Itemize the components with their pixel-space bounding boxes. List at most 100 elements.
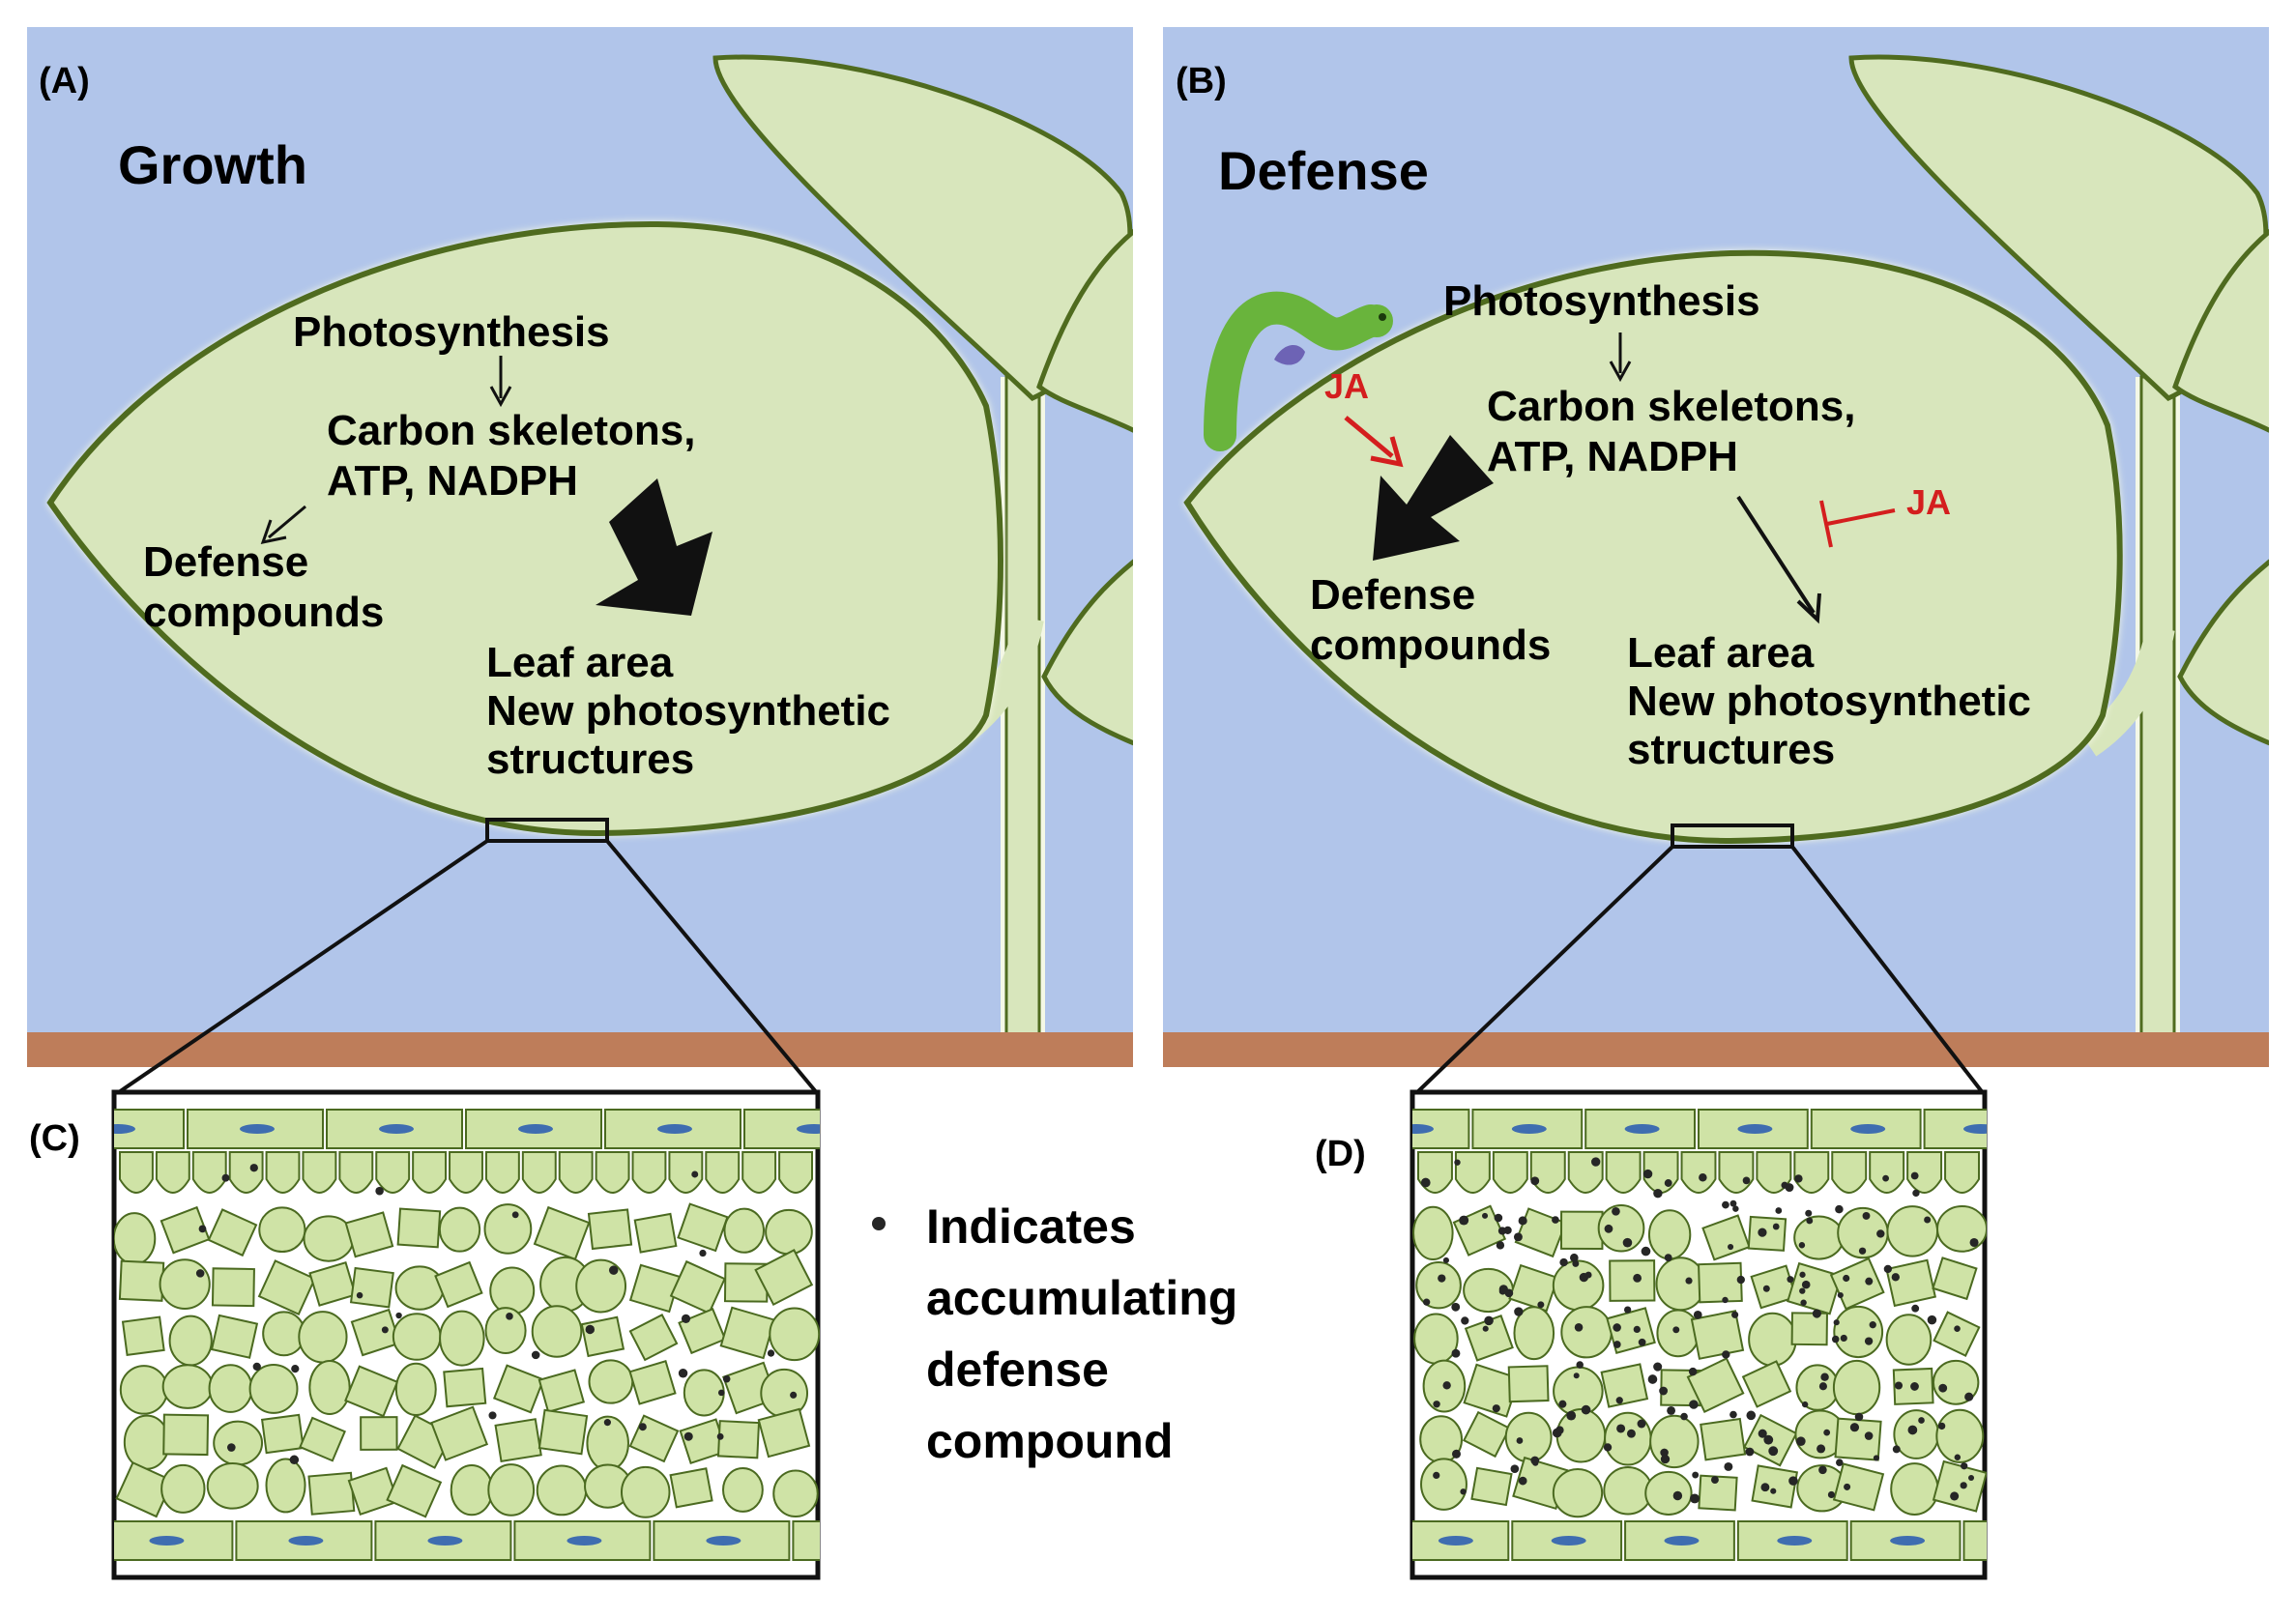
defense-compound-dot (1969, 1237, 1979, 1248)
defense-compound-dot (1729, 1410, 1737, 1419)
spongy-cell (160, 1205, 211, 1255)
cell-nucleus (567, 1536, 602, 1546)
spongy-cell (620, 1465, 671, 1518)
zoom-line-a-right (605, 839, 820, 1096)
spongy-cell (588, 1359, 634, 1404)
defense-compound-dot (1423, 1298, 1431, 1306)
zoom-box-b (1671, 823, 1794, 849)
defense-compound-dot (1864, 1431, 1874, 1440)
spongy-cell (722, 1466, 764, 1513)
cell-nucleus (1551, 1536, 1586, 1546)
spongy-cell (211, 1267, 255, 1308)
side-leaf (1036, 228, 1133, 433)
palisade-cell (375, 1151, 411, 1194)
defense-compound-dot (1882, 1174, 1889, 1182)
spongy-cell (430, 1405, 489, 1461)
defense-compound-dot (1760, 1483, 1770, 1492)
small-arrow-to-defense (260, 505, 306, 545)
spongy-cell (1552, 1467, 1604, 1518)
defense-compound-dot (1758, 1429, 1767, 1438)
defense-compound-dot (531, 1350, 540, 1360)
spongy-cell (533, 1205, 591, 1261)
zoom-line-b-left (1413, 845, 1674, 1096)
defense-compound-dot (1950, 1491, 1960, 1501)
defense-compound-dot (1894, 1381, 1904, 1390)
spongy-cell (1832, 1462, 1885, 1512)
spongy-cell (678, 1307, 727, 1355)
palisade-cell (1680, 1151, 1717, 1194)
defense-compound-dot (1843, 1274, 1850, 1283)
defense-compound-dot (1827, 1490, 1836, 1499)
defense-compound-dot (1579, 1272, 1589, 1283)
defense-compound-dot (1854, 1412, 1864, 1422)
defense-compound-dot (395, 1312, 402, 1319)
defense-compound-dot (1566, 1410, 1577, 1421)
side-leaf-lower (2177, 559, 2269, 746)
palisade-cell (449, 1151, 483, 1194)
defense-compound-dot (1484, 1315, 1494, 1326)
defense-compound-dot (1518, 1216, 1527, 1226)
photosynthesis-label: Photosynthesis (1443, 277, 1760, 325)
epidermis-cell (513, 1520, 652, 1561)
spongy-cell (1412, 1205, 1454, 1261)
palisade-cell (741, 1151, 777, 1194)
palisade-cell (155, 1151, 190, 1194)
defense-compound-dot (1693, 1311, 1702, 1319)
defense-compound-dot (1924, 1216, 1932, 1224)
defense-compound-dot (1869, 1321, 1876, 1329)
legend-line-1: Indicates (926, 1199, 1136, 1254)
defense-compound-dot (1433, 1401, 1440, 1408)
defense-compound-dot (1837, 1291, 1844, 1299)
spongy-cell (1597, 1203, 1645, 1253)
palisade-cell (302, 1151, 337, 1194)
defense-compound-dot (1858, 1247, 1867, 1255)
defense-compound-dot (1876, 1229, 1885, 1238)
spongy-cell (536, 1464, 588, 1517)
leaf-area-label-2: New photosynthetic (486, 687, 890, 735)
spongy-cell (716, 1420, 761, 1459)
caterpillar-icon (1204, 291, 1393, 451)
spongy-cell (260, 1413, 305, 1455)
cell-nucleus (240, 1124, 275, 1134)
defense-compound-dot (1820, 1372, 1829, 1381)
defense-compound-dot (356, 1291, 363, 1299)
spongy-cell (1885, 1314, 1933, 1366)
defense-compound-dot (1460, 1488, 1467, 1495)
palisade-cell (1718, 1151, 1755, 1194)
defense-compound-dot (1911, 1304, 1920, 1313)
defense-compound-dot (1451, 1449, 1461, 1459)
cell-nucleus (797, 1124, 820, 1134)
defense-compound-dot (1864, 1337, 1874, 1345)
defense-compound-dot (1907, 1425, 1918, 1435)
spongy-cell (299, 1416, 346, 1462)
cell-nucleus (657, 1124, 692, 1134)
palisade-cell (265, 1151, 301, 1194)
spongy-cell (162, 1413, 210, 1457)
defense-compound-dot (1672, 1326, 1680, 1334)
defense-compound-dot (488, 1411, 497, 1420)
spongy-cell (719, 1306, 776, 1360)
spongy-cell (1647, 1209, 1692, 1260)
palisade-cell (228, 1151, 264, 1194)
legend-line-4: compound (926, 1414, 1174, 1468)
defense-compound-dot (1516, 1437, 1524, 1444)
defense-compound-dot (221, 1173, 230, 1182)
palisade-cell (1454, 1151, 1491, 1194)
spongy-cell (1700, 1417, 1747, 1461)
cell-nucleus (149, 1536, 185, 1546)
panel-c: (C) (29, 1089, 821, 1580)
carbon-skeletons-label-2: ATP, NADPH (327, 457, 578, 505)
defense-compound-dot (1623, 1306, 1632, 1314)
spongy-cell (344, 1211, 394, 1258)
spongy-cell (633, 1212, 678, 1254)
palisade-cell (1944, 1151, 1980, 1194)
defense-compound-dot (1699, 1172, 1707, 1182)
defense-compound-dot (1518, 1476, 1527, 1486)
defense-compound-dot (1724, 1461, 1733, 1471)
defense-compound-dot (198, 1225, 207, 1233)
spongy-cell (1885, 1258, 1937, 1308)
spongy-cell (628, 1314, 679, 1362)
defense-compound-dot (1964, 1392, 1974, 1401)
defense-compound-dot (1604, 1224, 1613, 1233)
spongy-cell (392, 1313, 442, 1361)
